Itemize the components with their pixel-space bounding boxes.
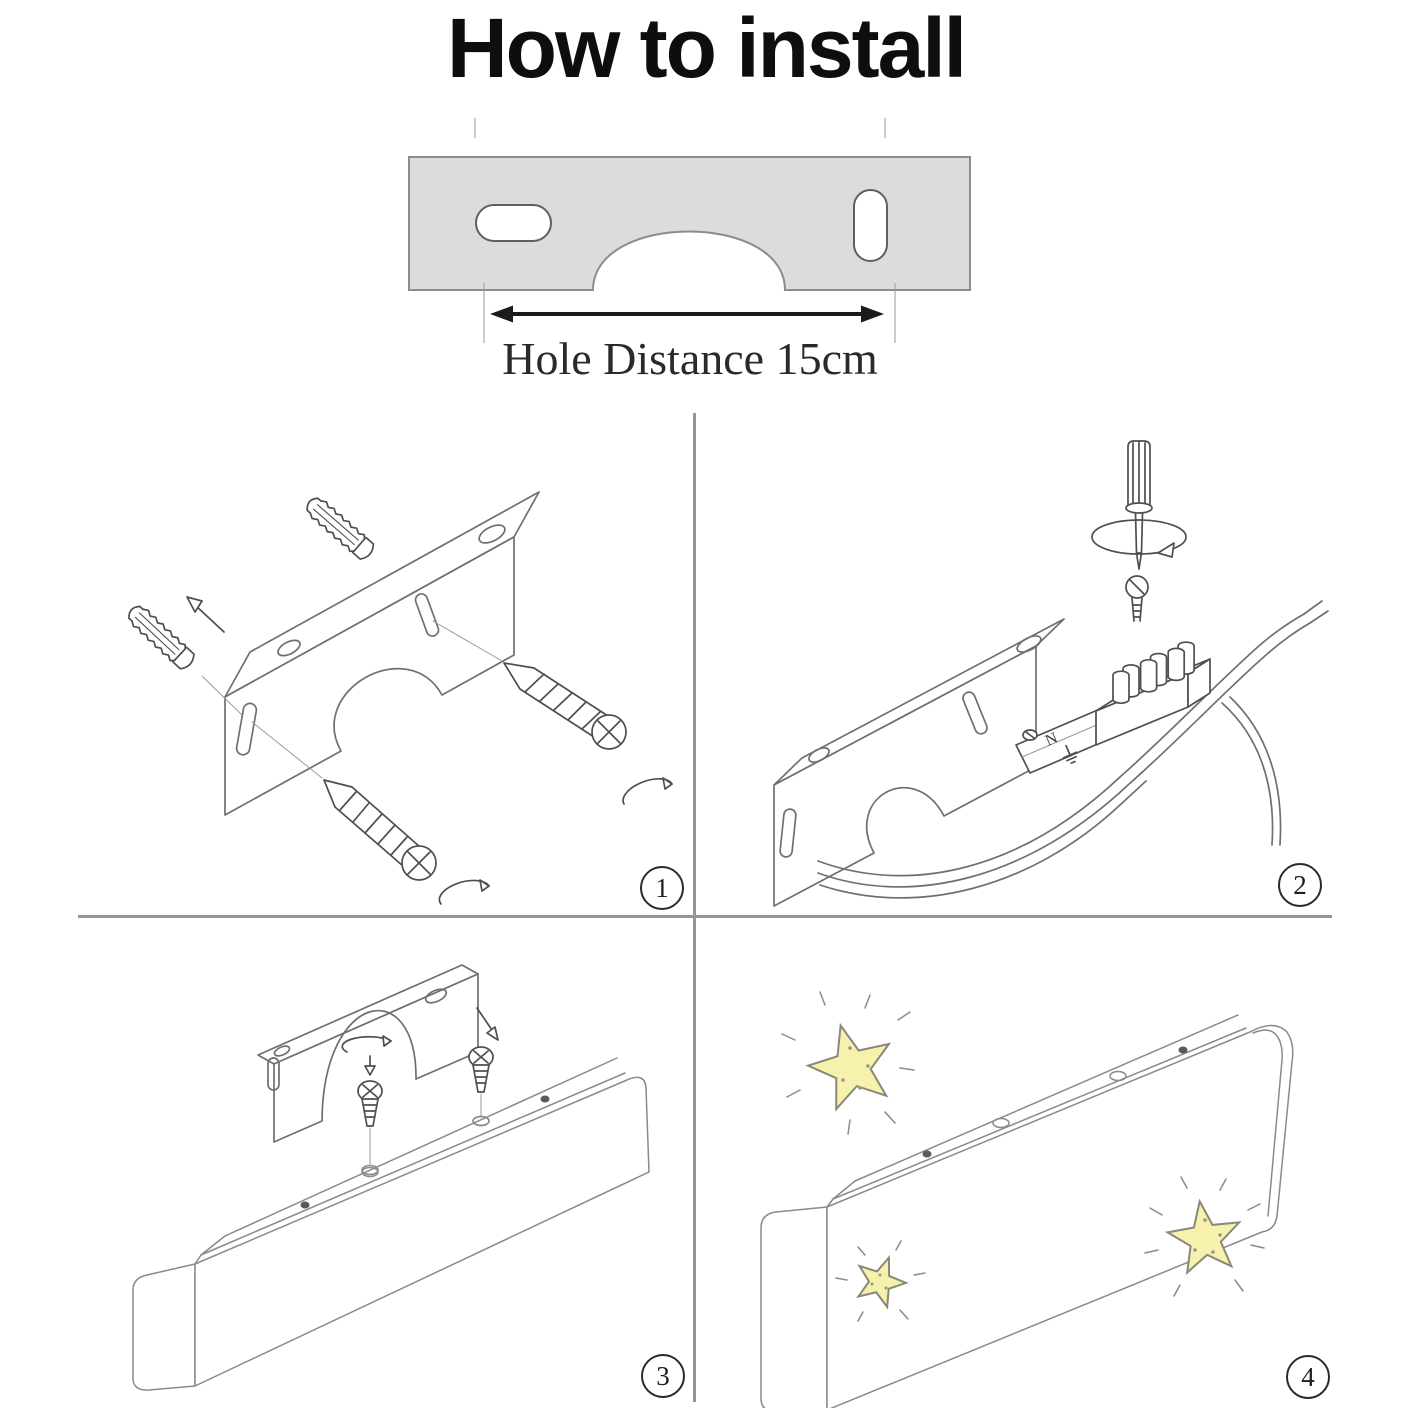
rotate-arrow-icon <box>622 777 673 805</box>
star-icon <box>1144 1176 1265 1297</box>
step-number: 1 <box>655 872 669 903</box>
screw-hole <box>472 1115 490 1127</box>
insert-arrow-icon <box>186 596 225 633</box>
screw-hole <box>992 1117 1010 1129</box>
bracket-dimension-diagram <box>408 118 971 343</box>
rotate-arrow-icon <box>1091 519 1187 558</box>
sparkle-rays <box>781 991 915 1135</box>
earth-symbol-icon <box>1062 744 1078 764</box>
mounting-plate <box>408 156 971 291</box>
hole-center-ticks <box>474 118 886 138</box>
fixed-screw-dots <box>922 1046 1188 1158</box>
terminal-cylinders <box>1112 641 1195 705</box>
step-4-badge: 4 <box>1286 1355 1330 1399</box>
wall-bracket-icon <box>257 964 479 1143</box>
screw-icon <box>432 620 627 750</box>
screwdriver-icon <box>1125 440 1153 570</box>
page-title: How to install <box>447 1 967 95</box>
dimension-arrow <box>483 283 896 343</box>
panel-divider-vertical <box>693 413 696 1402</box>
fixed-screw-dots <box>300 1095 550 1209</box>
top-hole <box>277 639 301 657</box>
place-arrow-icon <box>476 1007 499 1041</box>
wall-anchor-icon <box>123 600 199 674</box>
slot-hole <box>267 1057 280 1091</box>
hole-distance-label: Hole Distance 15cm <box>502 333 878 384</box>
wall-bracket-icon <box>773 618 1065 907</box>
top-hole <box>478 524 506 544</box>
sparkle-rays <box>835 1240 926 1322</box>
rotate-arrow-icon <box>341 1035 392 1076</box>
top-hole <box>424 988 448 1004</box>
step-1-panel <box>123 491 673 905</box>
screw-hole <box>1109 1070 1127 1082</box>
step-3-panel <box>132 964 650 1391</box>
step-1-badge: 1 <box>640 866 684 910</box>
step-3-badge: 3 <box>641 1354 685 1398</box>
screw-hole <box>361 1166 379 1178</box>
slot-hole <box>962 691 988 735</box>
wire-bundle-icon <box>817 600 1329 899</box>
top-hole <box>808 747 830 763</box>
step-number: 4 <box>1301 1361 1315 1392</box>
right-slot-hole <box>853 189 888 262</box>
wall-anchor-icon <box>301 492 378 564</box>
top-hole <box>273 1045 291 1057</box>
left-slot-hole <box>475 204 552 242</box>
top-hole <box>1016 635 1042 653</box>
screw-icon <box>251 721 437 881</box>
sparkle-rays <box>1144 1176 1265 1297</box>
slot-hole <box>414 593 440 637</box>
panel-divider-horizontal <box>78 915 1332 918</box>
alignment-line <box>201 675 243 716</box>
screw-icon <box>357 1080 383 1176</box>
step-number: 3 <box>656 1360 670 1391</box>
terminal-block-icon: N <box>1015 641 1211 774</box>
step-4-panel <box>760 991 1294 1408</box>
star-icon <box>781 991 915 1135</box>
slot-hole <box>779 808 797 858</box>
step-2-badge: 2 <box>1278 863 1322 907</box>
lamp-body-icon <box>132 1057 650 1391</box>
screw-icon <box>1125 575 1149 622</box>
step-2-panel: N <box>773 440 1329 907</box>
screw-icon <box>468 1046 494 1127</box>
lamp-body-icon <box>760 1014 1294 1408</box>
star-icon <box>835 1240 926 1322</box>
wall-bracket-icon <box>224 491 540 816</box>
slot-hole <box>235 702 258 756</box>
rotate-arrow-icon <box>438 879 490 905</box>
step-number: 2 <box>1293 869 1307 900</box>
